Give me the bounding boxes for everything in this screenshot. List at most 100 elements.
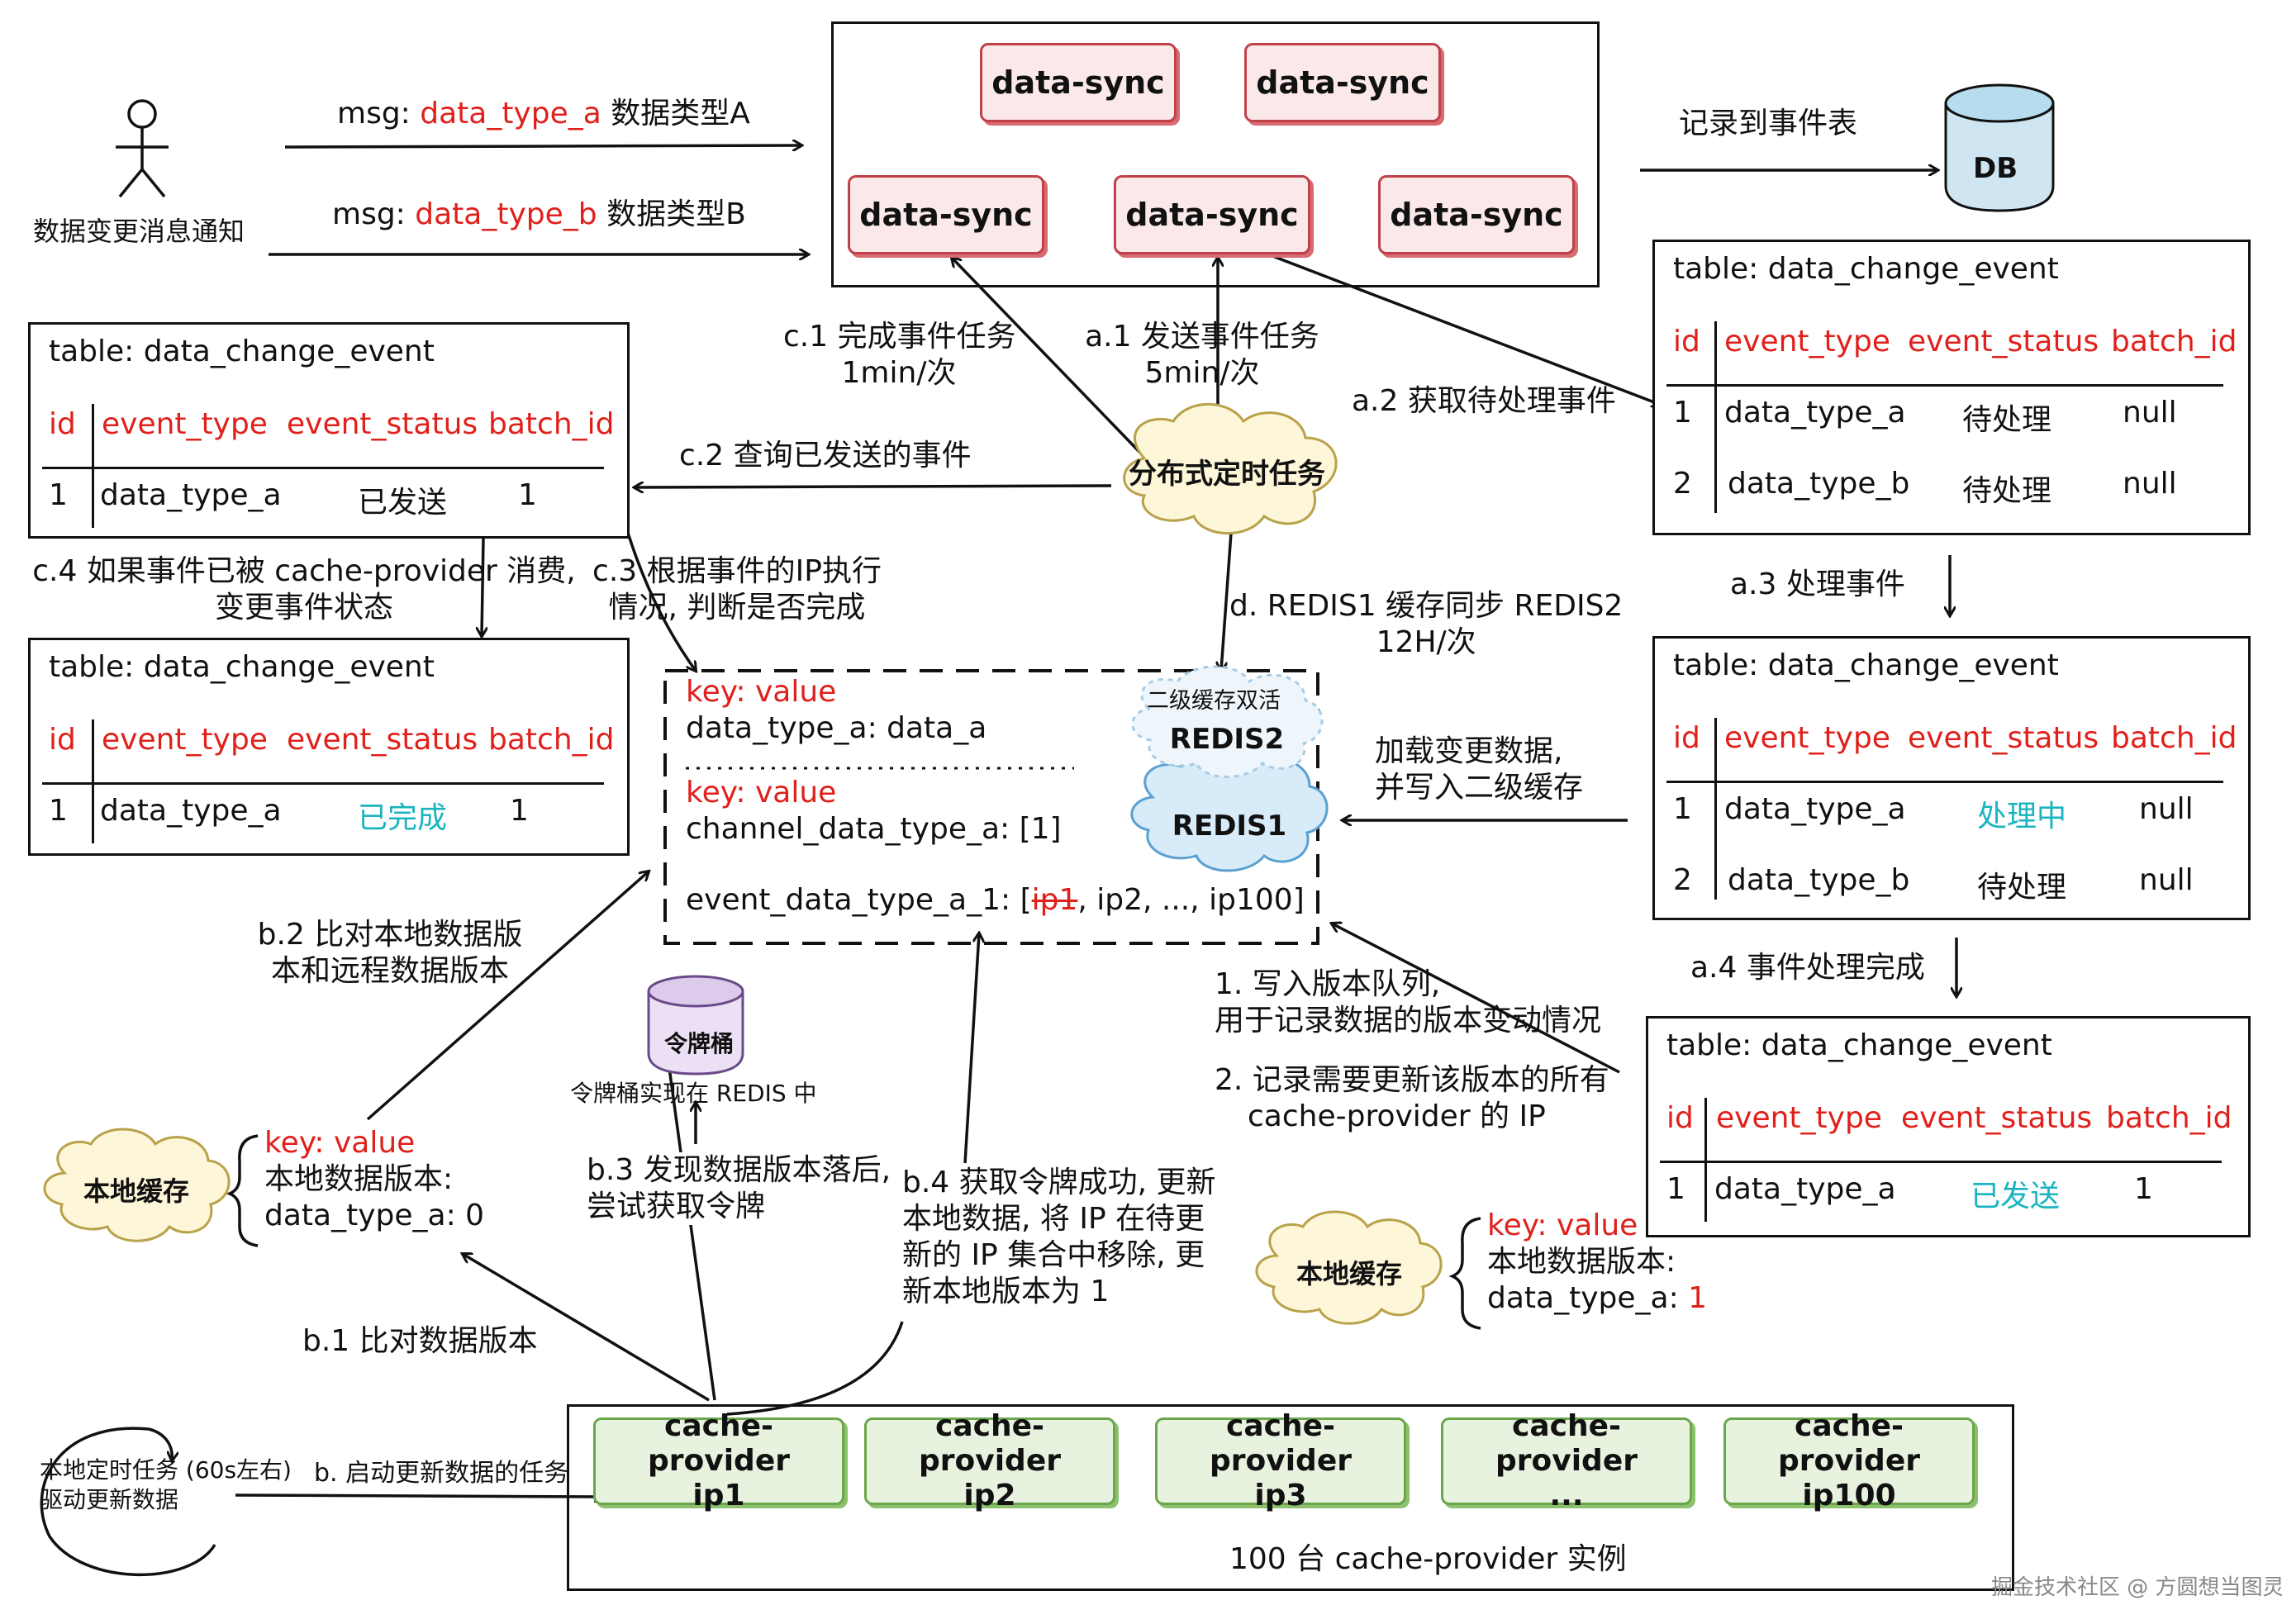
event-table-top-right: table: data_change_event id event_type e… <box>1652 240 2251 535</box>
cache-provider-ip2[interactable]: cache-provider ip2 <box>864 1409 1115 1512</box>
row-1-batch: 1 <box>510 794 529 828</box>
cache-provider-caption: 100 台 cache-provider 实例 <box>1229 1542 1627 1576</box>
table-title: table: data_change_event <box>1673 648 2059 682</box>
local-cache-right-prefix: data_type_a: <box>1487 1281 1689 1315</box>
row-1-batch: 1 <box>518 478 537 512</box>
local-cache-left-line1: 本地数据版本: <box>264 1162 454 1196</box>
row-1-id: 1 <box>1673 792 1692 826</box>
table-title: table: data_change_event <box>1673 252 2059 286</box>
local-cache-right-label: 本地缓存 <box>1296 1258 1402 1289</box>
a1-line2: 5min/次 <box>1144 356 1260 390</box>
d-line1: d. REDIS1 缓存同步 REDIS2 <box>1229 589 1624 623</box>
msg-b-desc: 数据类型B <box>606 197 746 231</box>
data-sync-node-5[interactable]: data-sync <box>1378 175 1575 254</box>
row-2-event-type: data_type_b <box>1728 863 1910 897</box>
msg-b-label: msg: data_type_b 数据类型B <box>332 197 746 233</box>
write-version-label: 1. 写入版本队列, 用于记录数据的版本变动情况 <box>1215 966 1601 1039</box>
row-2-id: 2 <box>1673 863 1692 897</box>
kv3-value: event_data_type_a_1: [ip1, ip2, ..., ip1… <box>686 882 1305 919</box>
cache-provider-name: cache-provider <box>1777 1409 1920 1478</box>
b4-arrow <box>963 933 979 1164</box>
row-1-id: 1 <box>1673 396 1692 430</box>
c3-line1: c.3 根据事件的IP执行 <box>592 554 882 588</box>
event-table-mid-left: table: data_change_event id event_type e… <box>28 638 630 856</box>
c1-line2: 1min/次 <box>841 356 957 390</box>
data-sync-node-1[interactable]: data-sync <box>980 43 1177 122</box>
b2-line1: b.2 比对本地数据版 <box>257 918 523 952</box>
redis1-label: REDIS1 <box>1172 810 1287 843</box>
cache-provider-ip3[interactable]: cache-provider ip3 <box>1155 1409 1406 1512</box>
cache-provider-ip: ip3 <box>1254 1479 1307 1512</box>
kv2-key: key: value <box>686 776 837 810</box>
watermark: 掘金技术社区 @ 方圆想当图灵 <box>1991 1575 2282 1600</box>
c4-line1: c.4 如果事件已被 cache-provider 消费, <box>32 554 576 588</box>
row-1-batch: null <box>2123 396 2177 430</box>
b3-line1: b.3 发现数据版本落后, <box>587 1153 891 1187</box>
local-timer-line1: 本地定时任务 (60s左右) <box>40 1456 292 1484</box>
msg-b-type: data_type_b <box>415 197 597 231</box>
cache-provider-name: cache-provider <box>1495 1409 1638 1478</box>
row-1-status: 待处理 <box>1962 403 2052 437</box>
header-id: id <box>49 723 76 757</box>
local-timer-label: 本地定时任务 (60s左右) 驱动更新数据 <box>40 1455 292 1515</box>
load-line1: 加载变更数据, <box>1375 734 1563 768</box>
cache-provider-ip100[interactable]: cache-provider ip100 <box>1723 1409 1975 1512</box>
event-table-mid-right: table: data_change_event id event_type e… <box>1652 636 2251 920</box>
header-batch-id: batch_id <box>488 723 615 757</box>
header-event-type: event_type <box>102 723 268 757</box>
record-ip-label: 2. 记录需要更新该版本的所有 cache-provider 的 IP <box>1215 1062 1609 1135</box>
b4-line4: 新本地版本为 1 <box>902 1275 1110 1308</box>
a1-label: a.1 发送事件任务 5min/次 <box>1082 319 1322 392</box>
redis2-caption: 二级缓存双活 <box>1147 688 1281 714</box>
kv1-key: key: value <box>686 675 837 709</box>
header-id: id <box>1673 325 1700 359</box>
token-bucket-label: 令牌桶 <box>664 1030 735 1057</box>
c3-label: c.3 根据事件的IP执行 情况, 判断是否完成 <box>588 553 886 626</box>
brace-left <box>226 1134 259 1247</box>
data-sync-node-2[interactable]: data-sync <box>1244 43 1441 122</box>
msg-a-desc: 数据类型A <box>611 97 750 131</box>
header-event-type: event_type <box>1724 721 1890 755</box>
cache-provider-more[interactable]: cache-provider ... <box>1441 1409 1692 1512</box>
header-batch-id: batch_id <box>2106 1101 2232 1135</box>
cache-provider-ip: ip2 <box>963 1479 1016 1512</box>
record-db-label: 记录到事件表 <box>1679 107 1858 140</box>
local-cache-left-line2: data_type_a: 0 <box>264 1198 484 1234</box>
header-event-status: event_status <box>1901 1101 2093 1135</box>
local-cache-left-label: 本地缓存 <box>83 1175 189 1207</box>
header-event-type: event_type <box>1716 1101 1882 1135</box>
data-sync-node-4[interactable]: data-sync <box>1114 175 1310 254</box>
row-1-event-type: data_type_a <box>1724 792 1906 826</box>
b4-line2: 本地数据, 将 IP 在待更 <box>902 1202 1205 1236</box>
cache-provider-ip1[interactable]: cache-provider ip1 <box>593 1409 844 1512</box>
row-1-id: 1 <box>49 794 68 828</box>
kv3-struck-ip: ip1 <box>1031 883 1078 917</box>
person-label: 数据变更消息通知 <box>33 216 245 247</box>
row-1-batch: 1 <box>2134 1172 2153 1206</box>
cache-provider-name: cache-provider <box>918 1409 1061 1478</box>
b2-line2: 本和远程数据版本 <box>270 954 509 988</box>
c2-arrow <box>635 486 1112 487</box>
row-1-batch: null <box>2139 792 2194 826</box>
b2-label: b.2 比对本地数据版 本和远程数据版本 <box>233 917 547 990</box>
local-cache-right-key: key: value <box>1487 1209 1638 1242</box>
local-cache-left-prefix: data_type_a: <box>264 1199 466 1232</box>
data-sync-node-3[interactable]: data-sync <box>848 175 1044 254</box>
msg-a-label: msg: data_type_a 数据类型A <box>337 96 750 132</box>
cache-provider-name: cache-provider <box>1209 1409 1352 1478</box>
row-1-status: 已发送 <box>1971 1180 2061 1213</box>
db-label: DB <box>1973 152 2018 185</box>
redis2-label: REDIS2 <box>1169 723 1285 756</box>
msg-a-type: data_type_a <box>420 97 601 131</box>
cache-provider-ip: ip1 <box>692 1479 745 1512</box>
table-title: table: data_change_event <box>49 335 435 368</box>
b4-label: b.4 获取令牌成功, 更新 本地数据, 将 IP 在待更 新的 IP 集合中移… <box>902 1165 1216 1310</box>
header-batch-id: batch_id <box>2111 721 2237 755</box>
header-event-type: event_type <box>1724 325 1890 359</box>
c1-line1: c.1 完成事件任务 <box>783 320 1016 354</box>
row-1-id: 1 <box>49 478 68 512</box>
b4-line1: b.4 获取令牌成功, 更新 <box>902 1166 1216 1199</box>
row-2-batch: null <box>2139 863 2194 897</box>
kv1-value: data_type_a: data_a <box>686 711 987 745</box>
row-1-status: 已完成 <box>358 801 448 835</box>
